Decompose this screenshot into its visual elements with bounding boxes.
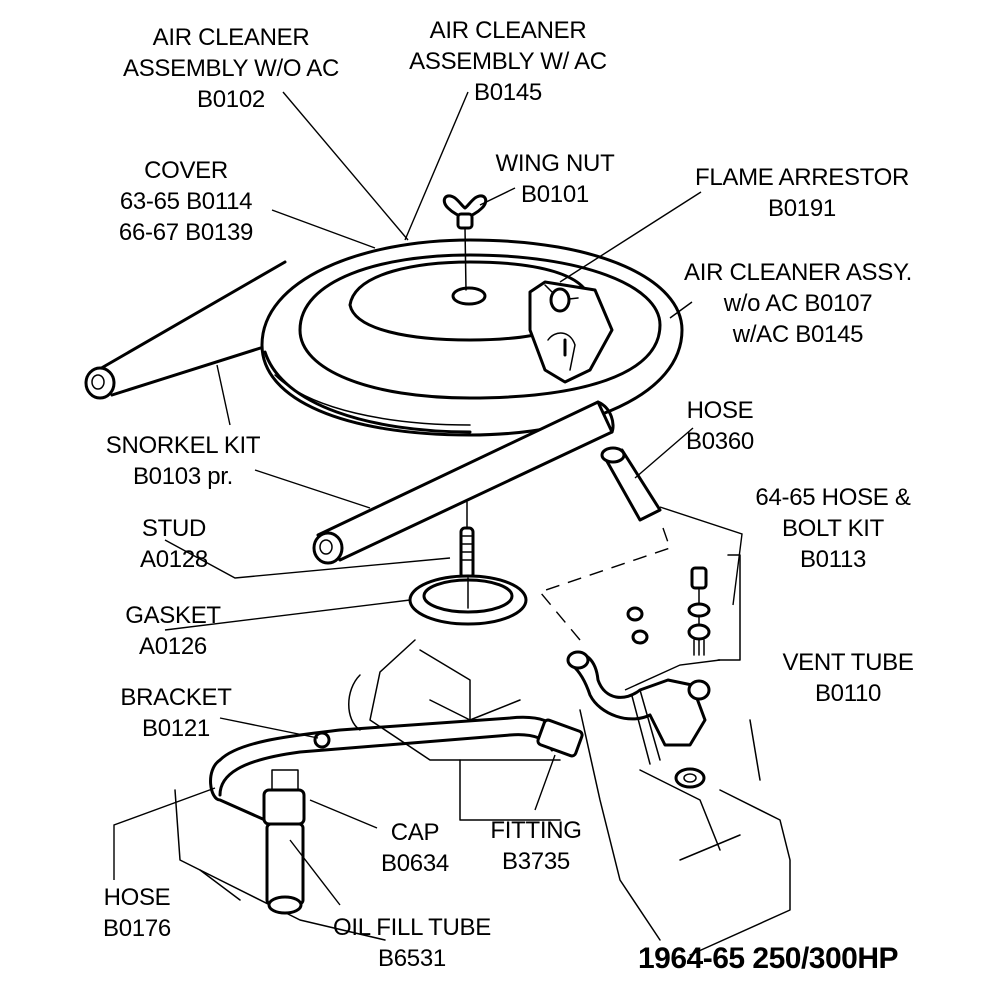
label-line: HOSE: [103, 884, 171, 911]
part-number: B0634: [381, 850, 449, 877]
label-line: FLAME ARRESTOR: [694, 164, 910, 191]
label-line: GASKET: [125, 602, 221, 629]
flame-arrestor-part: [528, 280, 614, 384]
label-wing-nut: WING NUT B0101: [496, 148, 615, 210]
hose-b0360-part: [538, 446, 671, 641]
label-line: AIR CLEANER ASSY.: [684, 259, 912, 286]
label-line: OIL FILL TUBE: [333, 914, 491, 941]
part-number: B0113: [799, 546, 867, 573]
snorkel-right: [312, 400, 615, 565]
part-number: B3735: [502, 848, 570, 875]
part-number: B0102: [197, 86, 265, 113]
engine-block-outline: [174, 639, 791, 956]
label-fitting: FITTING B3735: [490, 815, 582, 877]
label-line: ASSEMBLY W/ AC: [409, 48, 607, 75]
vent-tube-part: [566, 650, 711, 789]
air-cleaner-housing: [260, 238, 684, 437]
part-number: B0145: [474, 79, 542, 106]
label-line: STUD: [141, 515, 207, 542]
label-snorkel-kit: SNORKEL KIT B0103 pr.: [106, 430, 261, 492]
part-number: A0128: [140, 546, 208, 573]
gasket-part: [408, 574, 528, 626]
label-line: 64-65 HOSE &: [755, 484, 911, 511]
label-bracket: BRACKET B0121: [120, 682, 232, 744]
label-oil-fill-tube: OIL FILL TUBE B6531: [333, 912, 491, 974]
label-line: BRACKET: [120, 684, 232, 711]
part-number: 66-67 B0139: [118, 219, 254, 246]
label-line: SNORKEL KIT: [105, 432, 261, 459]
wing-nut-part: [442, 194, 488, 291]
pcv-hose-assembly: [209, 715, 584, 915]
label-line: VENT TUBE: [782, 649, 914, 676]
part-number: B0101: [521, 181, 589, 208]
label-line: WING NUT: [495, 150, 615, 177]
label-line: AIR CLEANER: [429, 17, 587, 44]
label-line: HOSE: [686, 397, 754, 424]
label-air-cleaner-assy: AIR CLEANER ASSY. w/o AC B0107 w/AC B014…: [684, 257, 912, 350]
label-cap: CAP B0634: [381, 817, 449, 879]
part-number: w/o AC B0107: [723, 290, 873, 317]
label-line: AIR CLEANER: [152, 24, 310, 51]
label-vent-tube: VENT TUBE B0110: [782, 647, 913, 709]
stud-hole: [451, 286, 487, 306]
part-number: B0121: [142, 715, 210, 742]
label-hose-bolt-kit: 64-65 HOSE & BOLT KIT B0113: [755, 482, 910, 575]
label-flame-arrestor: FLAME ARRESTOR B0191: [695, 162, 909, 224]
label-air-cleaner-w-ac: AIR CLEANER ASSEMBLY W/ AC B0145: [409, 15, 607, 108]
label-line: COVER: [144, 157, 228, 184]
part-number: B0103 pr.: [132, 463, 234, 490]
label-hose-b0176: HOSE B0176: [103, 882, 171, 944]
label-line: FITTING: [490, 817, 582, 844]
snorkel-left: [84, 260, 287, 400]
part-number: B0360: [686, 428, 754, 455]
part-number: B0191: [768, 195, 836, 222]
label-air-cleaner-wo-ac: AIR CLEANER ASSEMBLY W/O AC B0102: [123, 22, 339, 115]
part-number: B6531: [378, 945, 446, 972]
leader-lines: [113, 91, 743, 906]
part-number: w/AC B0145: [732, 321, 864, 348]
label-line: ASSEMBLY W/O AC: [122, 55, 340, 82]
label-cover: COVER 63-65 B0114 66-67 B0139: [119, 155, 253, 248]
part-number: B0176: [103, 915, 171, 942]
label-gasket: GASKET A0126: [125, 600, 221, 662]
label-hose-b0360: HOSE B0360: [686, 395, 754, 457]
diagram-title: 1964-65 250/300HP: [637, 942, 899, 975]
part-number: B0110: [814, 680, 882, 707]
label-stud: STUD A0128: [140, 513, 208, 575]
label-line: BOLT KIT: [781, 515, 885, 542]
bolt-kit-part: [626, 554, 741, 661]
label-line: CAP: [390, 819, 440, 846]
stud-part: [459, 501, 475, 580]
part-number: 63-65 B0114: [119, 188, 253, 215]
part-number: A0126: [139, 633, 207, 660]
